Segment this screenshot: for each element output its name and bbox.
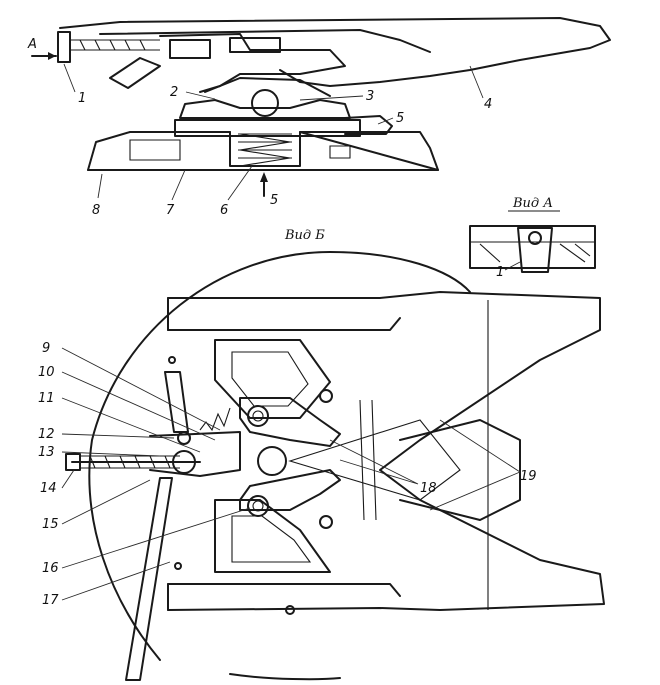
callout-19: 19 [520,469,537,484]
callout-11: 11 [38,391,55,406]
view-b-title: Вид Б [284,228,325,243]
callout-8: 8 [92,203,100,218]
view-a-title: Вид А [512,196,553,211]
callout-6: 6 [220,203,228,218]
callout-arrow-5: 5 [270,193,278,208]
callout-18: 18 [420,481,437,496]
callout-7: 7 [166,203,175,218]
callout-1: 1 [78,91,86,106]
callout-2: 2 [170,85,178,100]
callout-4: 4 [484,97,492,112]
callout-12: 12 [38,427,55,442]
arrow-a-label: А [27,37,37,52]
view-a-callout-1: 1 [496,265,504,280]
callout-10: 10 [38,365,55,380]
callout-9: 9 [42,341,50,356]
callout-13: 13 [38,445,55,460]
callout-17: 17 [42,593,59,608]
callout-3: 3 [366,89,374,104]
callout-5: 5 [396,111,404,126]
side-elevation-view [31,17,611,201]
labels: А 1 2 3 4 5 6 7 8 5 Вид А 1 Вид Б 9 10 1… [27,37,560,608]
callout-14: 14 [40,481,57,496]
view-a-inset [469,225,596,273]
callout-15: 15 [42,517,59,532]
view-b-plan [61,251,605,681]
callout-16: 16 [42,561,59,576]
